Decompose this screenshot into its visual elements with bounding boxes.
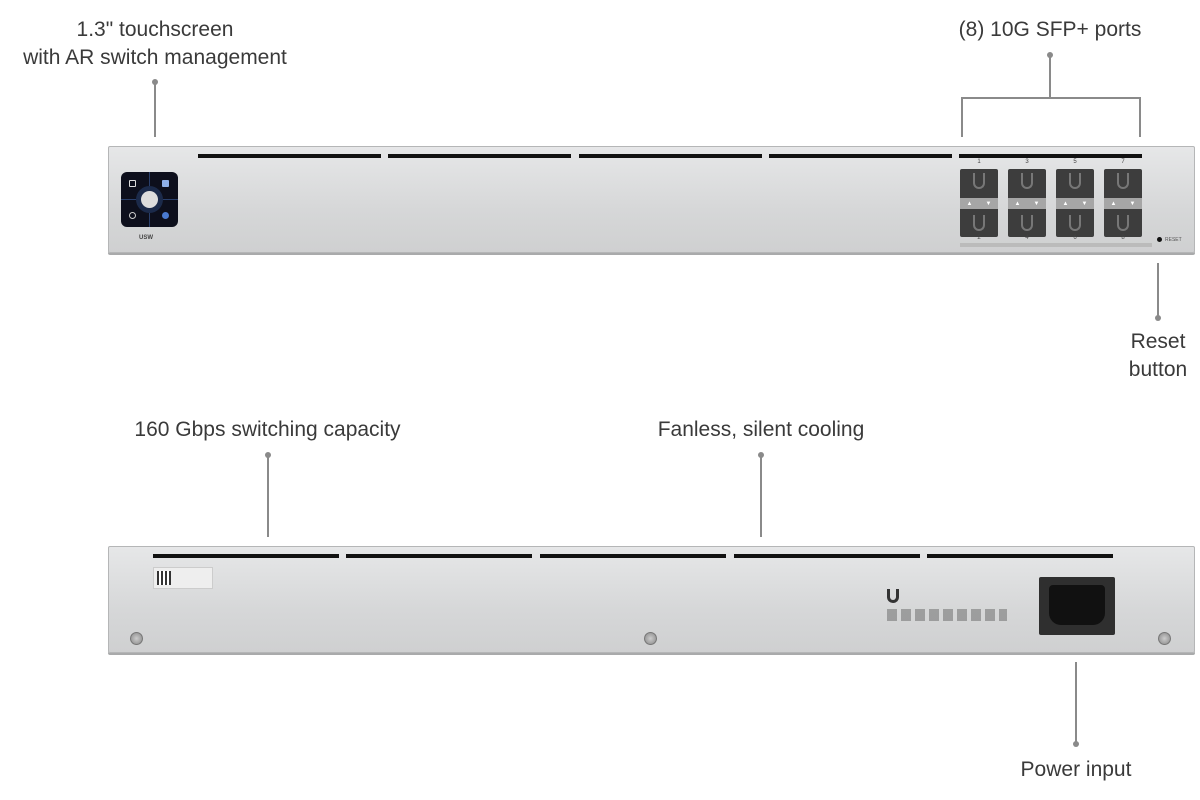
callout-touchscreen-line1: 1.3" touchscreen xyxy=(76,18,234,41)
vent-slot xyxy=(198,154,381,158)
screw-icon xyxy=(1158,632,1171,645)
center-button-icon xyxy=(141,191,158,208)
sfp-cage-icon xyxy=(1021,173,1033,189)
sfp-port-pair[interactable]: ▲▼ xyxy=(1104,169,1142,237)
callout-line xyxy=(1139,97,1141,137)
callout-switching-capacity: 160 Gbps switching capacity xyxy=(134,418,401,441)
sfp-cage-icon xyxy=(1117,173,1129,189)
vent-slot xyxy=(927,554,1113,558)
callout-bracket xyxy=(961,97,1141,99)
port-number: 5 xyxy=(1073,159,1077,165)
port-led-strip: ▲▼ xyxy=(1104,198,1142,209)
callout-sfp-ports: (8) 10G SFP+ ports xyxy=(958,18,1142,41)
port-number: 1 xyxy=(977,159,981,165)
brand-label: USW xyxy=(139,235,153,241)
vent-slot xyxy=(959,154,1142,158)
port-number: 7 xyxy=(1121,159,1125,165)
port-number: 3 xyxy=(1025,159,1029,165)
port-number: 8 xyxy=(1121,235,1125,241)
callout-line xyxy=(154,82,156,137)
port-number: 2 xyxy=(977,235,981,241)
callout-line xyxy=(1157,263,1159,318)
screw-icon xyxy=(130,632,143,645)
callout-reset-line2: button xyxy=(1128,358,1188,381)
callout-line xyxy=(760,455,762,537)
switch-rear-panel xyxy=(108,546,1195,653)
callout-touchscreen-line2: with AR switch management xyxy=(23,46,287,69)
sfp-port-pair[interactable]: ▲▼ xyxy=(960,169,998,237)
sfp-port-pair[interactable]: ▲▼ xyxy=(1056,169,1094,237)
callout-power-input: Power input xyxy=(1020,758,1132,781)
callout-dot xyxy=(1155,315,1161,321)
callout-line xyxy=(1049,55,1051,98)
device-icon xyxy=(129,180,136,187)
callout-line xyxy=(267,455,269,537)
reset-label: RESET xyxy=(1165,237,1182,243)
stats-icon xyxy=(162,180,169,187)
sfp-cage-icon xyxy=(1117,215,1129,231)
port-led-strip: ▲▼ xyxy=(960,198,998,209)
power-inlet[interactable] xyxy=(1039,577,1115,635)
port-number: 6 xyxy=(1073,235,1077,241)
serial-label-sticker xyxy=(153,567,213,589)
callout-line xyxy=(961,97,963,137)
vent-slot xyxy=(734,554,920,558)
callout-line xyxy=(1075,662,1077,744)
port-number: 4 xyxy=(1025,235,1029,241)
switch-front-panel: USW ▲▼ 1 2 ▲▼ 3 4 ▲▼ 5 6 ▲▼ 7 8 RESET xyxy=(108,146,1195,253)
vent-slot xyxy=(579,154,762,158)
screw-icon xyxy=(644,632,657,645)
port-led-strip: ▲▼ xyxy=(1056,198,1094,209)
callout-reset-line1: Reset xyxy=(1130,330,1186,353)
callout-cooling: Fanless, silent cooling xyxy=(657,418,865,441)
callout-dot xyxy=(1073,741,1079,747)
sfp-cage-icon xyxy=(973,215,985,231)
sfp-cage-icon xyxy=(1021,215,1033,231)
vent-slot xyxy=(769,154,952,158)
ubiquiti-logo-icon xyxy=(887,589,899,603)
clock-icon xyxy=(129,212,136,219)
qr-code-icon xyxy=(157,571,171,585)
reset-button[interactable] xyxy=(1157,237,1162,242)
settings-icon xyxy=(162,212,169,219)
vent-slot xyxy=(388,154,571,158)
vent-slot xyxy=(540,554,726,558)
vent-slot xyxy=(153,554,339,558)
callout-touchscreen: 1.3" touchscreen with AR switch manageme… xyxy=(0,16,310,72)
port-group-bar xyxy=(960,243,1152,247)
touchscreen[interactable] xyxy=(121,172,178,227)
sfp-cage-icon xyxy=(1069,173,1081,189)
sfp-port-pair[interactable]: ▲▼ xyxy=(1008,169,1046,237)
port-led-strip: ▲▼ xyxy=(1008,198,1046,209)
sfp-cage-icon xyxy=(1069,215,1081,231)
certification-marks-icon xyxy=(887,609,1007,621)
callout-reset: Reset button xyxy=(1110,328,1200,384)
vent-slot xyxy=(346,554,532,558)
sfp-cage-icon xyxy=(973,173,985,189)
